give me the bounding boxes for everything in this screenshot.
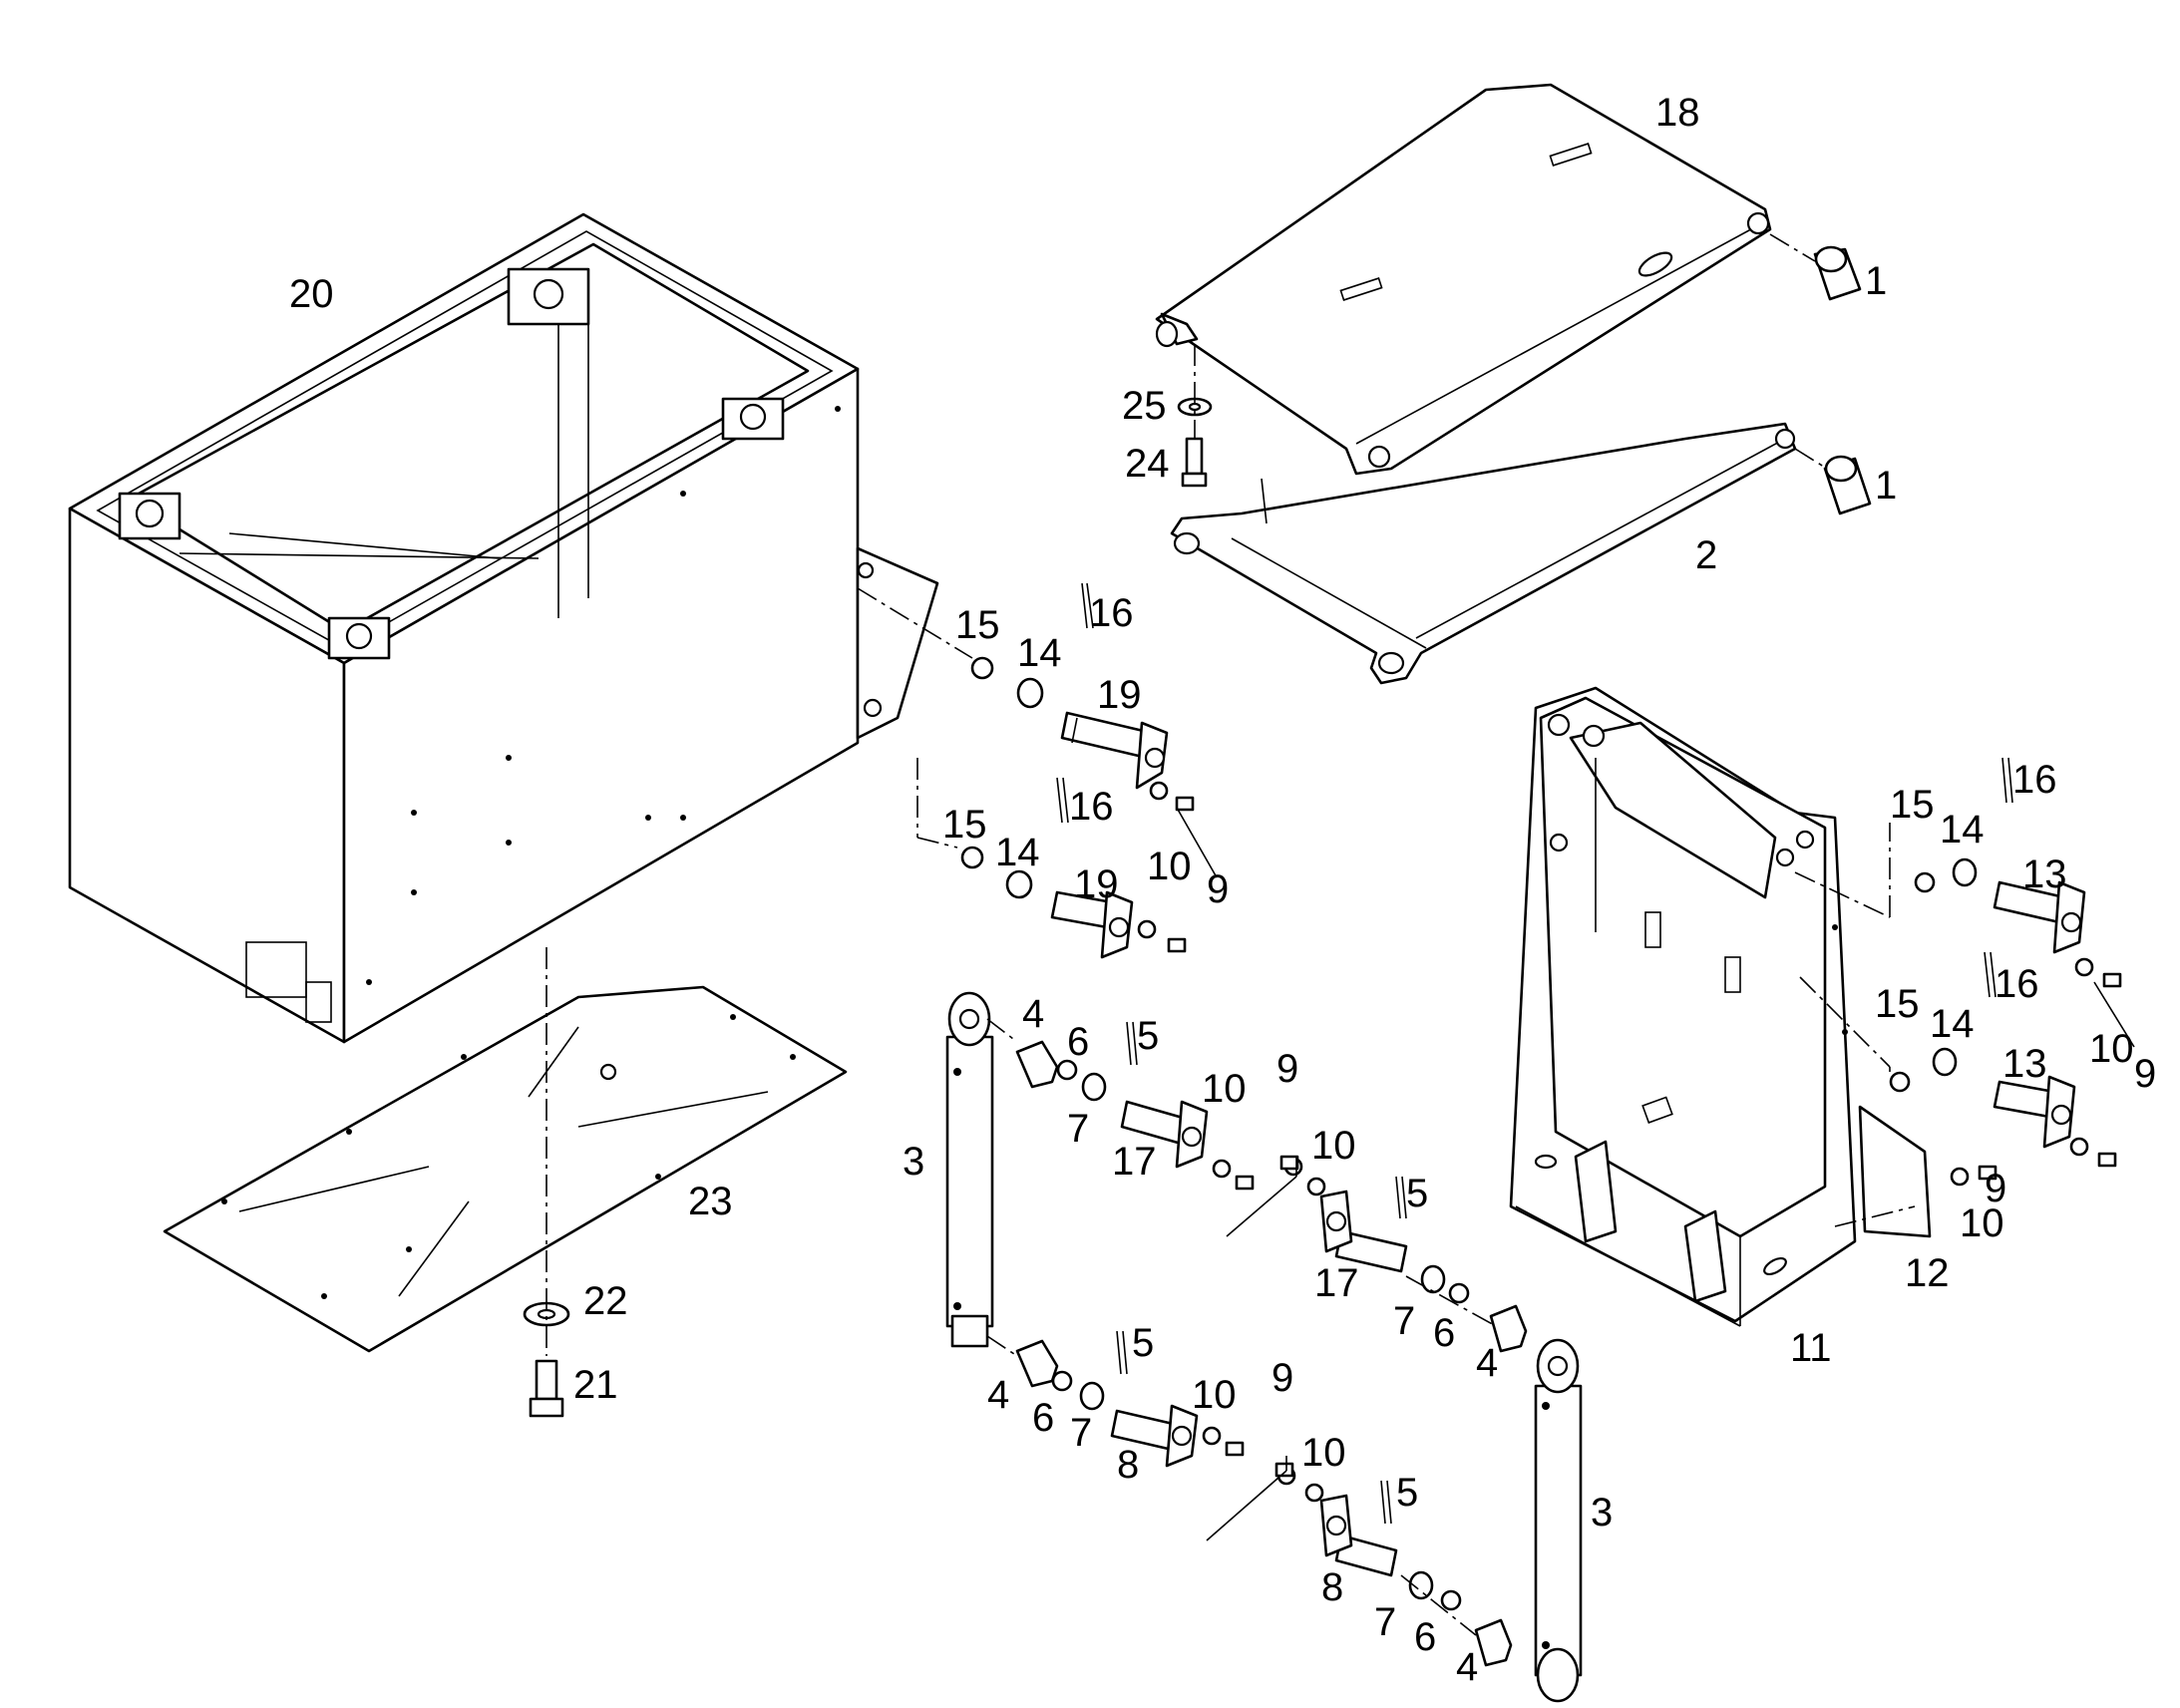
callout-9-a: 9 (1207, 867, 1229, 911)
callout-9-e: 9 (1272, 1356, 1293, 1400)
callout-4-b: 4 (1476, 1341, 1498, 1385)
callout-23: 23 (688, 1180, 733, 1223)
frame-column-part-11 (1509, 686, 1857, 1327)
callout-16-a: 16 (1089, 591, 1134, 635)
pin-assembly-part-13-upper (1993, 880, 2086, 954)
callout-1-upper: 1 (1865, 259, 1887, 303)
pin-assembly-part-19-upper (1060, 711, 1169, 790)
callout-15-d: 15 (1875, 982, 1920, 1026)
callout-16-b: 16 (1069, 785, 1114, 829)
cylinder-part-3-right (1534, 1338, 1583, 1703)
callout-5-a: 5 (1137, 1014, 1159, 1058)
callout-10-c: 10 (1202, 1067, 1247, 1111)
pin-assembly-part-8-upper (1110, 1404, 1199, 1468)
callout-10-g: 10 (1301, 1431, 1346, 1475)
callout-6-d: 6 (1414, 1615, 1436, 1659)
callout-9-c: 9 (1276, 1047, 1298, 1091)
axis-lines (857, 587, 1891, 1636)
callout-14-a: 14 (1017, 631, 1062, 675)
callout-19-b: 19 (1074, 862, 1119, 906)
pin-assembly-part-8-lower (1319, 1494, 1398, 1577)
callout-24: 24 (1125, 442, 1170, 486)
leader-lines (1176, 807, 2135, 1541)
callout-13-b: 13 (2002, 1042, 2047, 1086)
callout-7-b: 7 (1393, 1299, 1415, 1343)
callout-4-d: 4 (1456, 1645, 1478, 1689)
callout-9-b: 9 (2134, 1052, 2156, 1096)
callout-18: 18 (1655, 91, 1700, 135)
upper-arm-part-18 (1155, 83, 1772, 476)
pin-assembly-part-19-lower (1050, 890, 1134, 959)
pin-assembly-part-17-lower (1319, 1190, 1408, 1273)
callout-8-a: 8 (1117, 1443, 1139, 1487)
lower-arm-part-2 (1170, 422, 1797, 685)
callout-13-a: 13 (2022, 853, 2067, 896)
callout-16-c: 16 (2012, 758, 2057, 802)
mounting-plate (856, 546, 939, 740)
callout-5-b: 5 (1406, 1172, 1428, 1215)
callout-25: 25 (1122, 384, 1167, 428)
callout-labels: 20 18 1 1 25 24 2 16 15 14 19 16 15 14 1… (289, 91, 2156, 1689)
callout-14-b: 14 (995, 831, 1040, 874)
callout-21: 21 (573, 1363, 618, 1407)
bolt-part-24 (1181, 437, 1208, 488)
callout-10-b: 10 (2089, 1027, 2134, 1071)
callout-3-right: 3 (1591, 1491, 1613, 1535)
callout-6-b: 6 (1433, 1311, 1455, 1355)
floor-plate-part-23 (163, 985, 848, 1353)
callout-16-d: 16 (1995, 962, 2039, 1006)
callout-10-f: 10 (1192, 1373, 1237, 1417)
cylinder-part-3-left (945, 991, 994, 1348)
callout-6-a: 6 (1067, 1020, 1089, 1064)
callout-12: 12 (1905, 1251, 1950, 1295)
box-frame-part-20 (68, 212, 860, 1044)
plate-part-12 (1858, 1105, 1932, 1238)
pin-assembly-part-13-lower (1993, 1075, 2076, 1149)
callout-2: 2 (1695, 533, 1717, 577)
callout-15-b: 15 (942, 803, 987, 847)
cotter-pins (1056, 582, 2013, 1525)
callout-7-d: 7 (1374, 1600, 1396, 1644)
bushing-part-1-upper (1813, 245, 1862, 301)
callout-17-a: 17 (1112, 1140, 1157, 1184)
bushing-part-1-lower (1823, 455, 1872, 515)
callout-9-d: 9 (1985, 1167, 2006, 1210)
callout-14-c: 14 (1940, 808, 1985, 852)
callout-4-c: 4 (987, 1373, 1009, 1417)
callout-11: 11 (1790, 1326, 1832, 1370)
callout-1-lower: 1 (1875, 464, 1897, 508)
callout-7-c: 7 (1070, 1411, 1092, 1455)
callout-5-c: 5 (1132, 1321, 1154, 1365)
callout-17-b: 17 (1314, 1261, 1359, 1305)
callout-5-d: 5 (1396, 1471, 1418, 1515)
callout-7-a: 7 (1067, 1107, 1089, 1151)
callout-20: 20 (289, 272, 334, 316)
pin-assembly-part-17-upper (1120, 1100, 1209, 1169)
callout-10-e: 10 (1960, 1201, 2004, 1245)
callout-8-b: 8 (1321, 1565, 1343, 1609)
bushings-part-4 (1015, 1040, 1528, 1667)
bolt-part-21 (529, 1359, 564, 1418)
callout-6-c: 6 (1032, 1396, 1054, 1440)
callout-4-a: 4 (1022, 992, 1044, 1036)
callout-19-a: 19 (1097, 673, 1142, 717)
callout-10-d: 10 (1311, 1124, 1356, 1168)
callout-22: 22 (583, 1279, 628, 1323)
washer-part-25 (1177, 397, 1213, 417)
callout-15-a: 15 (955, 603, 1000, 647)
callout-3-left: 3 (903, 1140, 924, 1184)
callout-15-c: 15 (1890, 783, 1935, 827)
callout-14-d: 14 (1930, 1002, 1975, 1046)
small-hardware (960, 656, 2122, 1611)
callout-10-a: 10 (1147, 845, 1192, 888)
